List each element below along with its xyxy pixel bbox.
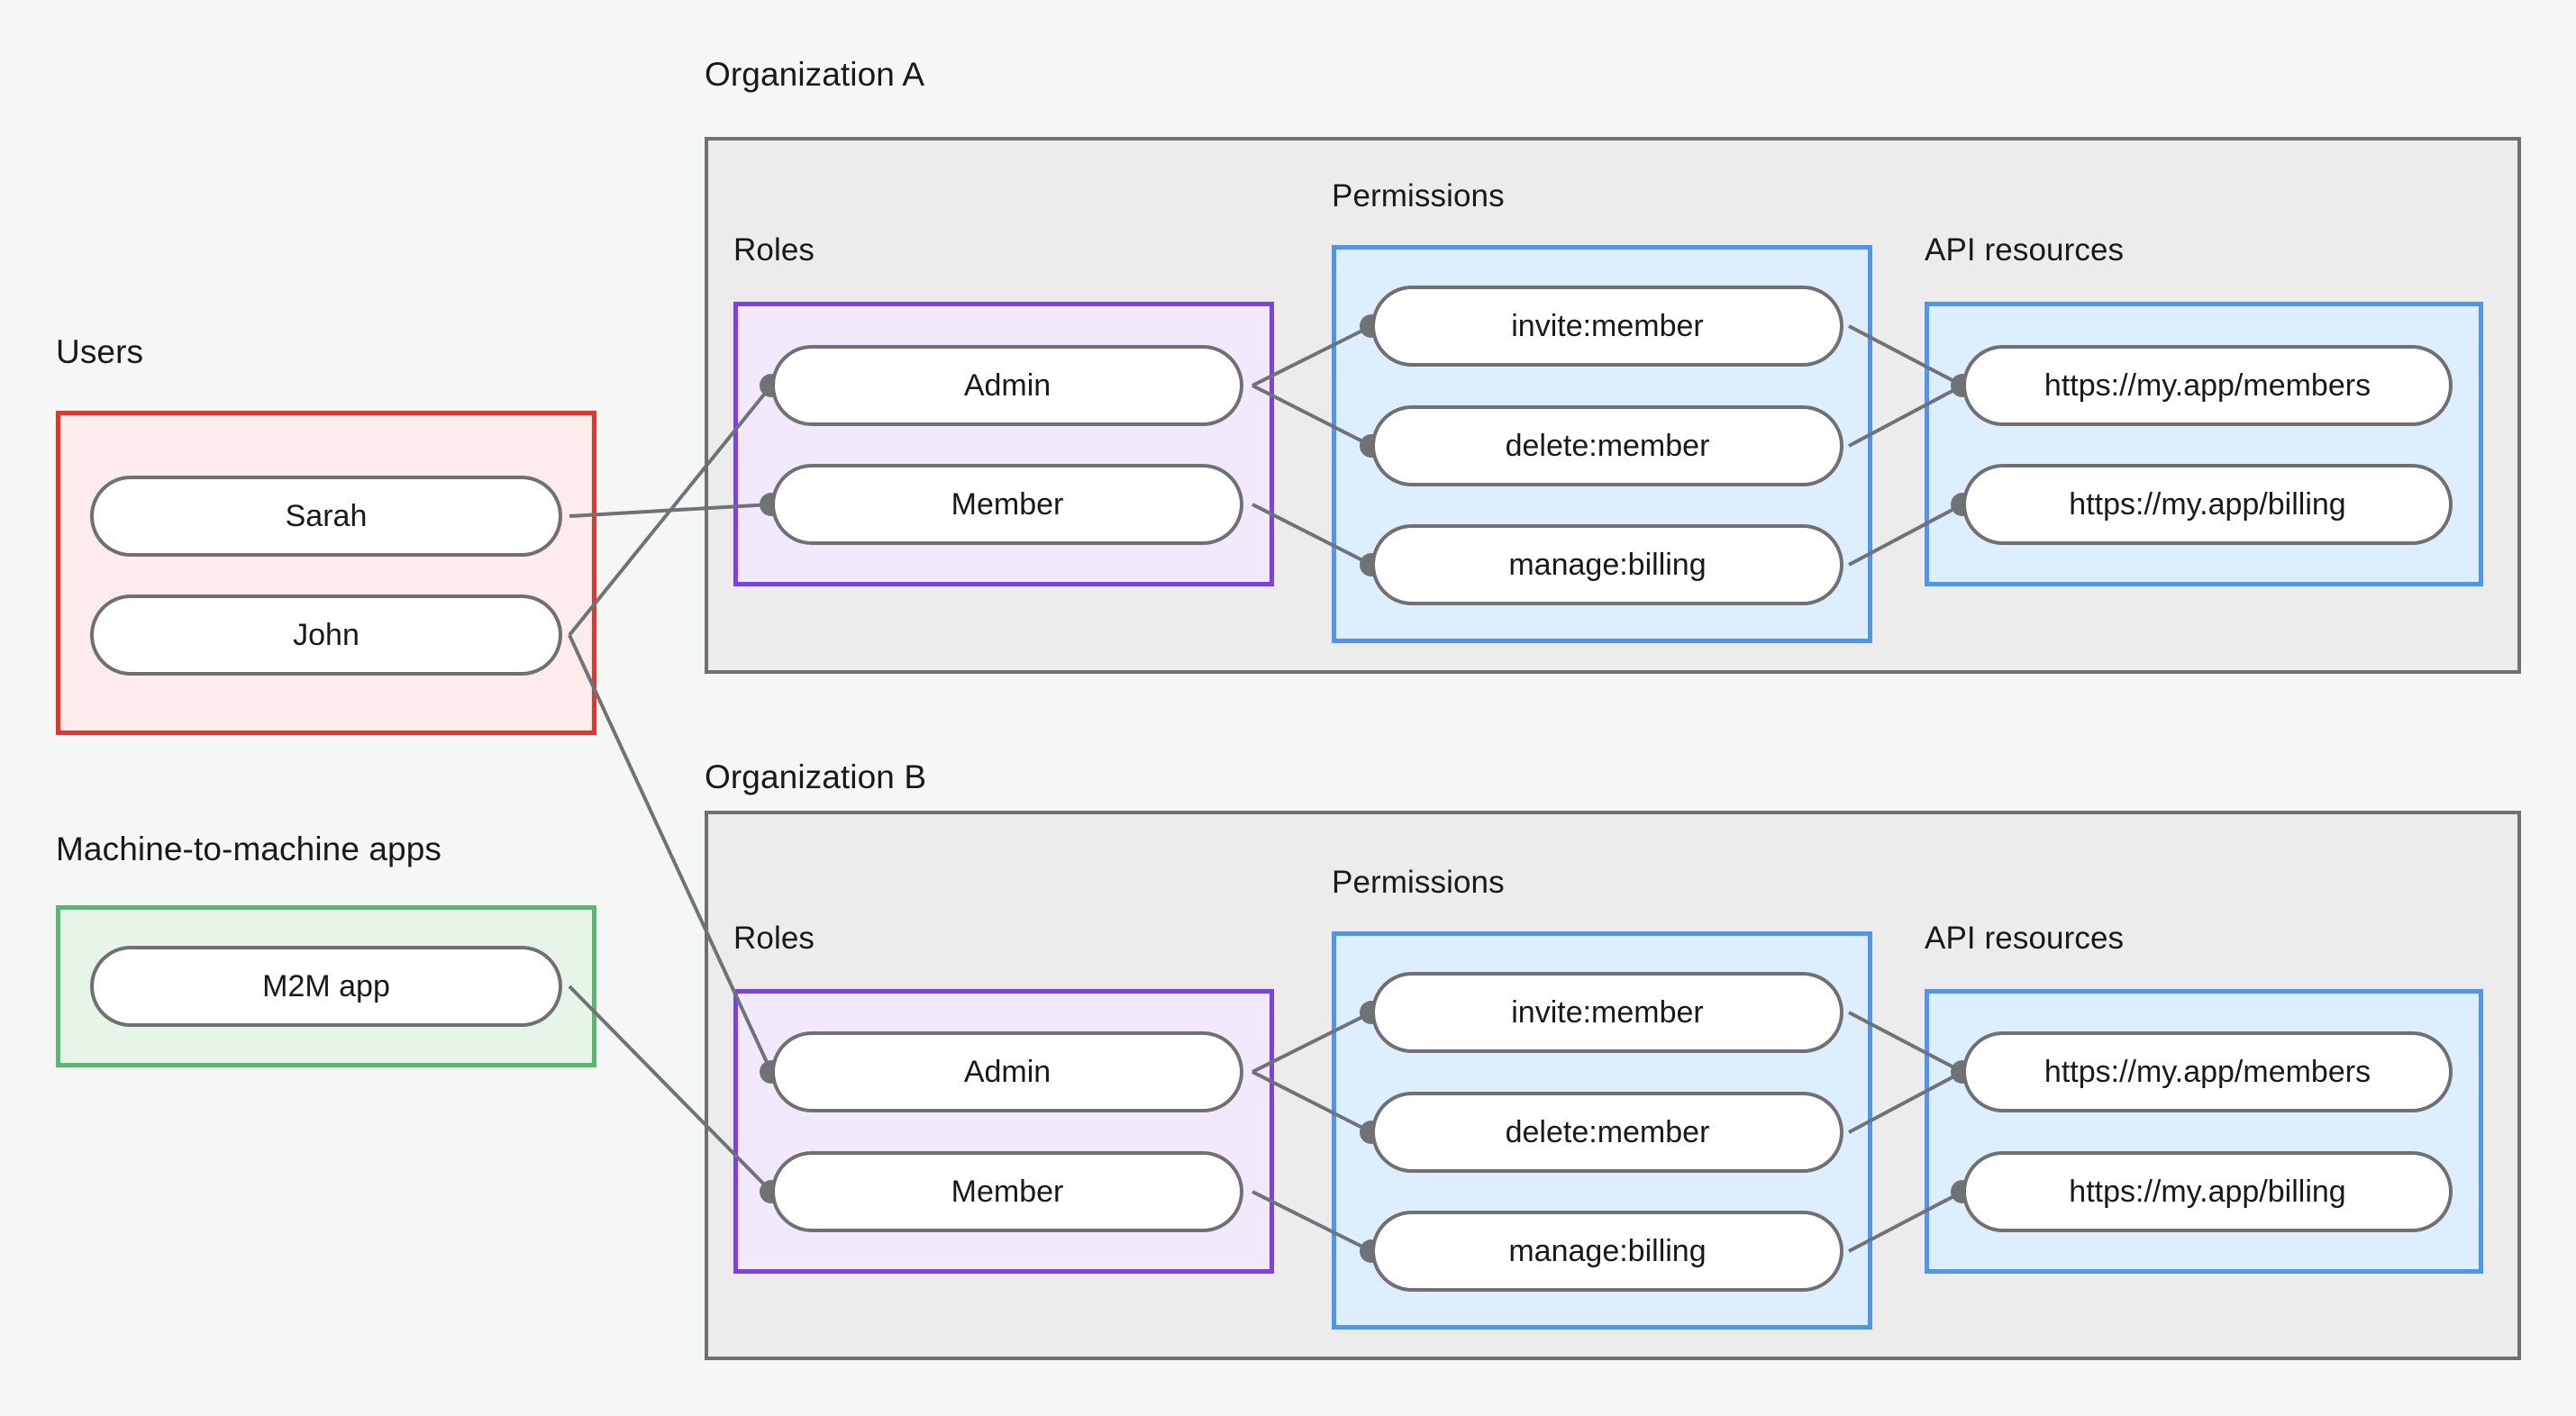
org-b-resources-label: API resources <box>1925 921 2125 956</box>
org-b-permission-pill-invite-member[interactable]: invite:member <box>1371 972 1843 1053</box>
users-group-label: Users <box>56 333 144 370</box>
org-a-resource-pill-members[interactable]: https://my.app/members <box>1962 345 2453 426</box>
org-b-role-pill-member[interactable]: Member <box>771 1151 1243 1232</box>
user-pill-sarah[interactable]: Sarah <box>90 476 562 557</box>
org-a-label: Organization A <box>705 56 925 93</box>
org-a-resources-label: API resources <box>1925 232 2125 268</box>
org-b-resource-pill-billing[interactable]: https://my.app/billing <box>1962 1151 2453 1232</box>
m2m-pill-app[interactable]: M2M app <box>90 946 562 1027</box>
org-a-resource-pill-billing[interactable]: https://my.app/billing <box>1962 464 2453 545</box>
m2m-group-label: Machine-to-machine apps <box>56 831 442 867</box>
org-b-label: Organization B <box>705 758 927 795</box>
org-a-role-pill-admin[interactable]: Admin <box>771 345 1243 426</box>
org-b-permissions-label: Permissions <box>1332 865 1505 900</box>
org-b-permission-pill-manage-billing[interactable]: manage:billing <box>1371 1211 1843 1292</box>
org-a-roles-label: Roles <box>733 232 815 268</box>
org-a-permissions-label: Permissions <box>1332 178 1505 213</box>
org-b-role-pill-admin[interactable]: Admin <box>771 1031 1243 1112</box>
users-container <box>56 411 596 735</box>
org-a-permission-pill-invite-member[interactable]: invite:member <box>1371 286 1843 367</box>
org-a-permission-pill-manage-billing[interactable]: manage:billing <box>1371 524 1843 605</box>
user-pill-john[interactable]: John <box>90 595 562 676</box>
org-b-permission-pill-delete-member[interactable]: delete:member <box>1371 1092 1843 1173</box>
org-b-roles-label: Roles <box>733 921 815 956</box>
org-a-role-pill-member[interactable]: Member <box>771 464 1243 545</box>
org-b-resource-pill-members[interactable]: https://my.app/members <box>1962 1031 2453 1112</box>
org-a-permission-pill-delete-member[interactable]: delete:member <box>1371 405 1843 486</box>
